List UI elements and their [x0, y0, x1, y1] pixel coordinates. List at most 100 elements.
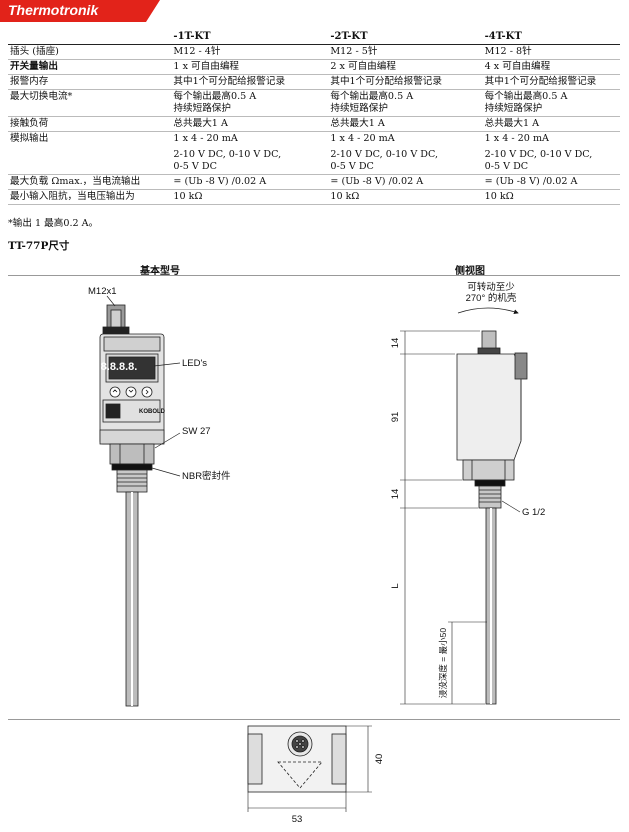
row-label: 最大负载 Ωmax.，当电流输出 — [8, 174, 172, 190]
view-title-side: 侧视图 — [455, 266, 485, 277]
table-cell: 总共最大1 A — [482, 116, 620, 132]
table-cell: = (Ub -8 V) /0.02 A — [482, 174, 620, 190]
cell-line: 持续短路保护 — [173, 103, 231, 114]
label-m12: M12x1 — [88, 286, 117, 297]
side-view — [456, 330, 528, 705]
table-header-cell — [8, 30, 172, 45]
label-nbr: NBR密封件 — [182, 470, 231, 482]
spec-table: -1T-KT -2T-KT -4T-KT 插头 (插座)M12 - 4针 M12 … — [8, 30, 620, 205]
cell-line: 其中1个可分配给报警记录 — [330, 76, 442, 87]
cell-line: 每个输出最高0.5 A — [330, 91, 414, 102]
cell-line: 持续短路保护 — [484, 103, 543, 114]
cell-line: 4 x 可自由编程 — [484, 61, 551, 72]
row-label: 模拟输出 — [8, 131, 172, 175]
table-row: 最大负载 Ωmax.，当电流输出= (Ub -8 V) /0.02 A= (Ub… — [8, 174, 620, 190]
footnote: *输出 1 最高0.2 A。 — [8, 218, 99, 229]
table-row: 插头 (插座)M12 - 4针 M12 - 5针 M12 - 8针 — [8, 44, 620, 60]
label-leds: LED's — [182, 358, 207, 369]
row-label: 接触负荷 — [8, 116, 172, 132]
cell-line: 1 x 可自由编程 — [173, 61, 240, 72]
cell-line: = (Ub -8 V) /0.02 A — [484, 176, 578, 187]
table-cell: 4 x 可自由编程 — [482, 59, 620, 75]
divider — [8, 719, 620, 720]
row-label: 最小输入阻抗，当电压输出为 — [8, 189, 172, 205]
cell-line: 10 kΩ — [330, 191, 360, 202]
brand-banner — [0, 0, 160, 22]
dim-immersion: 浸没深度 = 最小50 — [438, 628, 448, 698]
table-cell: 10 kΩ — [482, 189, 620, 205]
table-cell: = (Ub -8 V) /0.02 A — [328, 174, 483, 190]
cell-line: = (Ub -8 V) /0.02 A — [330, 176, 424, 187]
cell-line: 1 x 4 - 20 mA — [330, 133, 395, 144]
dim-14-top: 14 — [390, 338, 401, 349]
row-label: 最大切换电流* — [8, 89, 172, 117]
cell-line: 持续短路保护 — [330, 103, 388, 114]
front-leaders — [106, 295, 181, 477]
table-cell: 10 kΩ — [328, 189, 483, 205]
cell-line: 2-10 V DC, 0-10 V DC, — [330, 149, 439, 160]
table-cell: M12 - 8针 — [482, 44, 620, 60]
dim-53: 53 — [292, 814, 303, 825]
table-cell: 1 x 4 - 20 mA 2-10 V DC, 0-10 V DC,0-5 V … — [328, 131, 483, 175]
label-rotate-line2: 270° 的机壳 — [466, 292, 517, 304]
cell-line: 2-10 V DC, 0-10 V DC, — [484, 149, 593, 160]
row-label: 开关量输出 — [8, 59, 172, 75]
brand-name: Thermotronik — [8, 2, 99, 18]
cell-line: 每个输出最高0.5 A — [173, 91, 257, 102]
row-label: 报警内存 — [8, 74, 172, 90]
front-view — [99, 304, 165, 707]
device-logo: KOBOLD — [139, 409, 166, 415]
cell-line: M12 - 8针 — [484, 46, 532, 57]
cell-line: M12 - 5针 — [330, 46, 378, 57]
view-title-basic: 基本型号 — [140, 266, 180, 277]
dim-14-thread: 14 — [390, 489, 401, 500]
divider — [8, 275, 620, 276]
cell-line: M12 - 4针 — [173, 46, 221, 57]
cell-line: = (Ub -8 V) /0.02 A — [173, 176, 267, 187]
cell-line: 每个输出最高0.5 A — [484, 91, 568, 102]
table-header-cell: -4T-KT — [482, 30, 620, 45]
cell-line: 10 kΩ — [484, 191, 514, 202]
cell-line: 2 x 可自由编程 — [330, 61, 396, 72]
row-label: 插头 (插座) — [8, 44, 172, 60]
table-cell: M12 - 5针 — [328, 44, 483, 60]
dim-L: L — [390, 583, 401, 588]
table-row: 报警内存其中1个可分配给报警记录其中1个可分配给报警记录其中1个可分配给报警记录 — [8, 74, 620, 90]
cell-line: 总共最大1 A — [484, 118, 540, 129]
cell-line: 总共最大1 A — [330, 118, 385, 129]
rotation-arrow — [457, 307, 519, 315]
cell-line: 1 x 4 - 20 mA — [484, 133, 549, 144]
table-cell: 总共最大1 A — [171, 116, 329, 132]
table-cell: 1 x 4 - 20 mA 2-10 V DC, 0-10 V DC,0-5 V … — [482, 131, 620, 175]
table-cell: 10 kΩ — [171, 189, 329, 205]
cell-line: 10 kΩ — [173, 191, 203, 202]
table-cell: = (Ub -8 V) /0.02 A — [171, 174, 329, 190]
cell-line: 0-5 V DC — [330, 161, 374, 172]
cell-line: 总共最大1 A — [173, 118, 228, 129]
table-header-row: -1T-KT -2T-KT -4T-KT — [8, 30, 620, 45]
table-header-cell: -2T-KT — [328, 30, 483, 45]
cell-line: 0-5 V DC — [173, 161, 217, 172]
top-view — [247, 725, 347, 793]
table-cell: 1 x 可自由编程 — [171, 59, 329, 75]
cell-line: 0-5 V DC — [484, 161, 529, 172]
top-view-dimensions — [247, 725, 372, 812]
cell-line: 其中1个可分配给报警记录 — [173, 76, 286, 87]
label-sw27: SW 27 — [182, 426, 211, 437]
table-header-cell: -1T-KT — [171, 30, 329, 45]
table-cell: 总共最大1 A — [328, 116, 483, 132]
section-title: TT-77P尺寸 — [8, 240, 70, 252]
cell-line: 2-10 V DC, 0-10 V DC, — [173, 149, 282, 160]
label-rotate-line1: 可转动至少 — [467, 281, 515, 293]
